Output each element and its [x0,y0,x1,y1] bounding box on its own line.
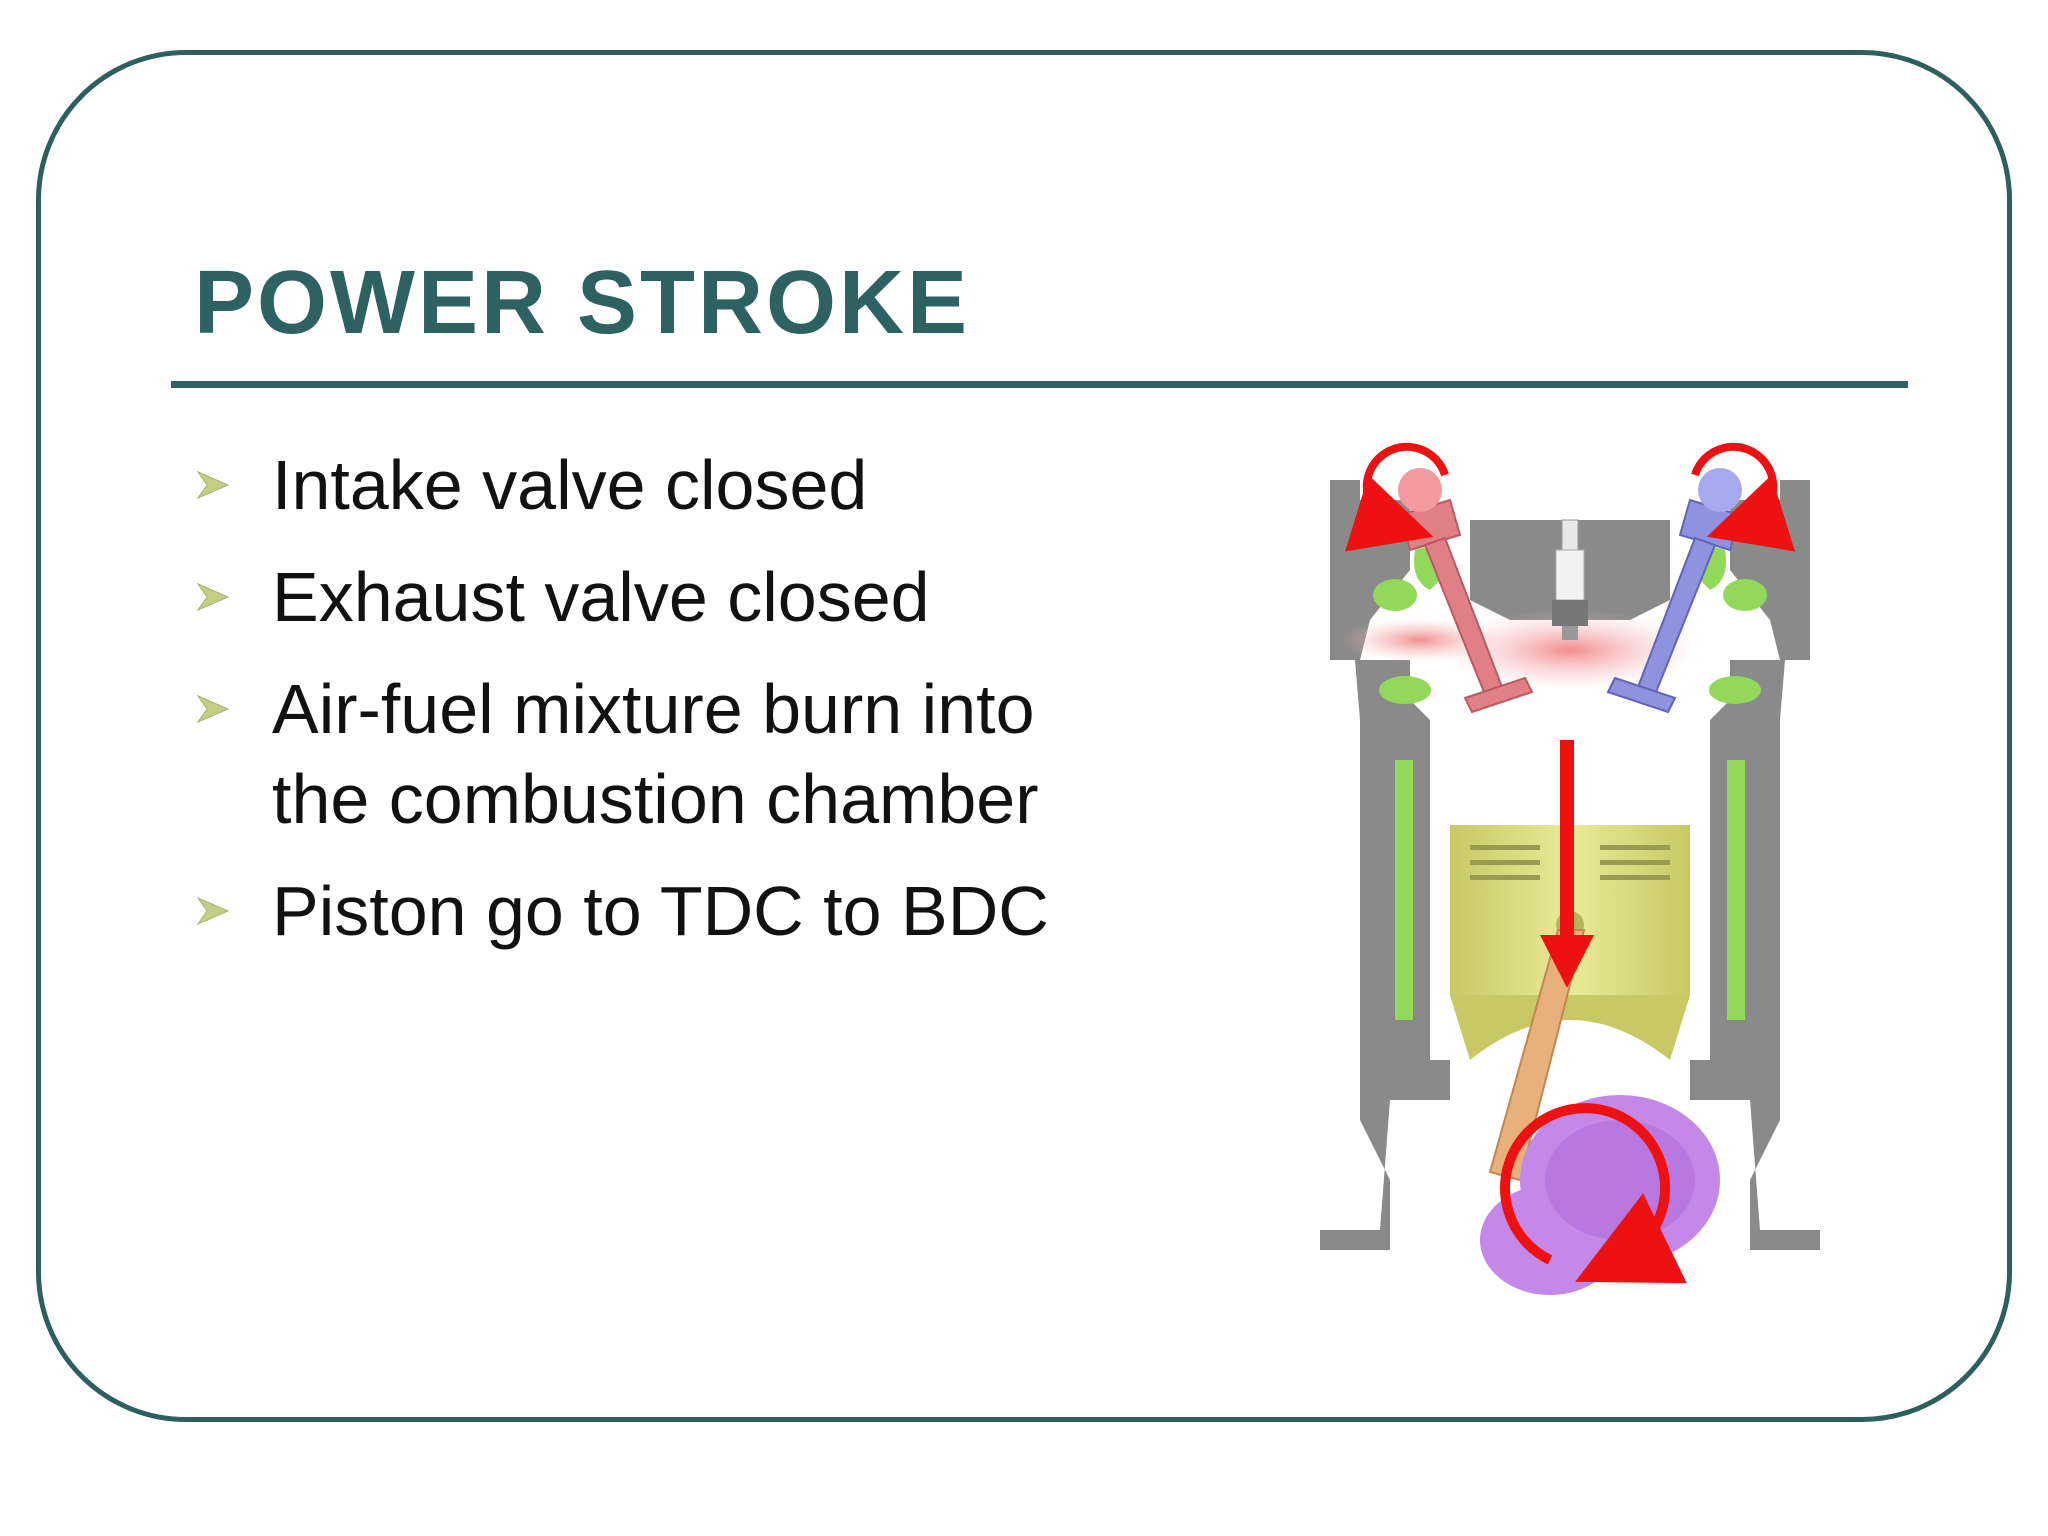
arrowhead-bullet-icon [196,582,230,612]
bullet-text: Exhaust valve closed [272,558,930,636]
bullet-item: Intake valve closed [196,440,1096,530]
coolant-passage [1373,579,1417,611]
cylinder-wall-right [1690,660,1820,1250]
bullet-item: Air-fuel mixture burn into the combustio… [196,664,1096,844]
spark-plug-icon [1552,519,1588,640]
combustion-flame [1440,610,1700,690]
valve-rotation-arrow-icon [1344,442,1449,552]
bullet-item: Exhaust valve closed [196,552,1096,642]
coolant-passage [1709,676,1761,704]
downward-arrow-icon [1540,740,1594,988]
engine-diagram [1320,442,1820,1295]
valve-rotation-arrow-icon [1691,442,1796,552]
coolant-passage [1727,760,1745,1020]
arrowhead-bullet-icon [196,896,230,926]
arrowhead-bullet-icon [196,470,230,500]
bullet-text: Intake valve closed [272,446,868,524]
coolant-passage [1395,760,1413,1020]
bullet-item: Piston go to TDC to BDC [196,866,1096,956]
bullet-text: Piston go to TDC to BDC [272,872,1049,950]
crank-rotation-arrow-icon [1500,1103,1687,1283]
cylinder-wall-left [1320,660,1450,1250]
coolant-passage [1723,579,1767,611]
bullet-text: Air-fuel mixture burn into the combustio… [272,670,1039,838]
title-underline [171,381,1908,388]
slide-frame [36,50,2012,1422]
slide-title: POWER STROKE [194,253,971,353]
bullet-list: Intake valve closed Exhaust valve closed… [196,440,1096,978]
arrowhead-bullet-icon [196,694,230,724]
coolant-passage [1379,676,1431,704]
